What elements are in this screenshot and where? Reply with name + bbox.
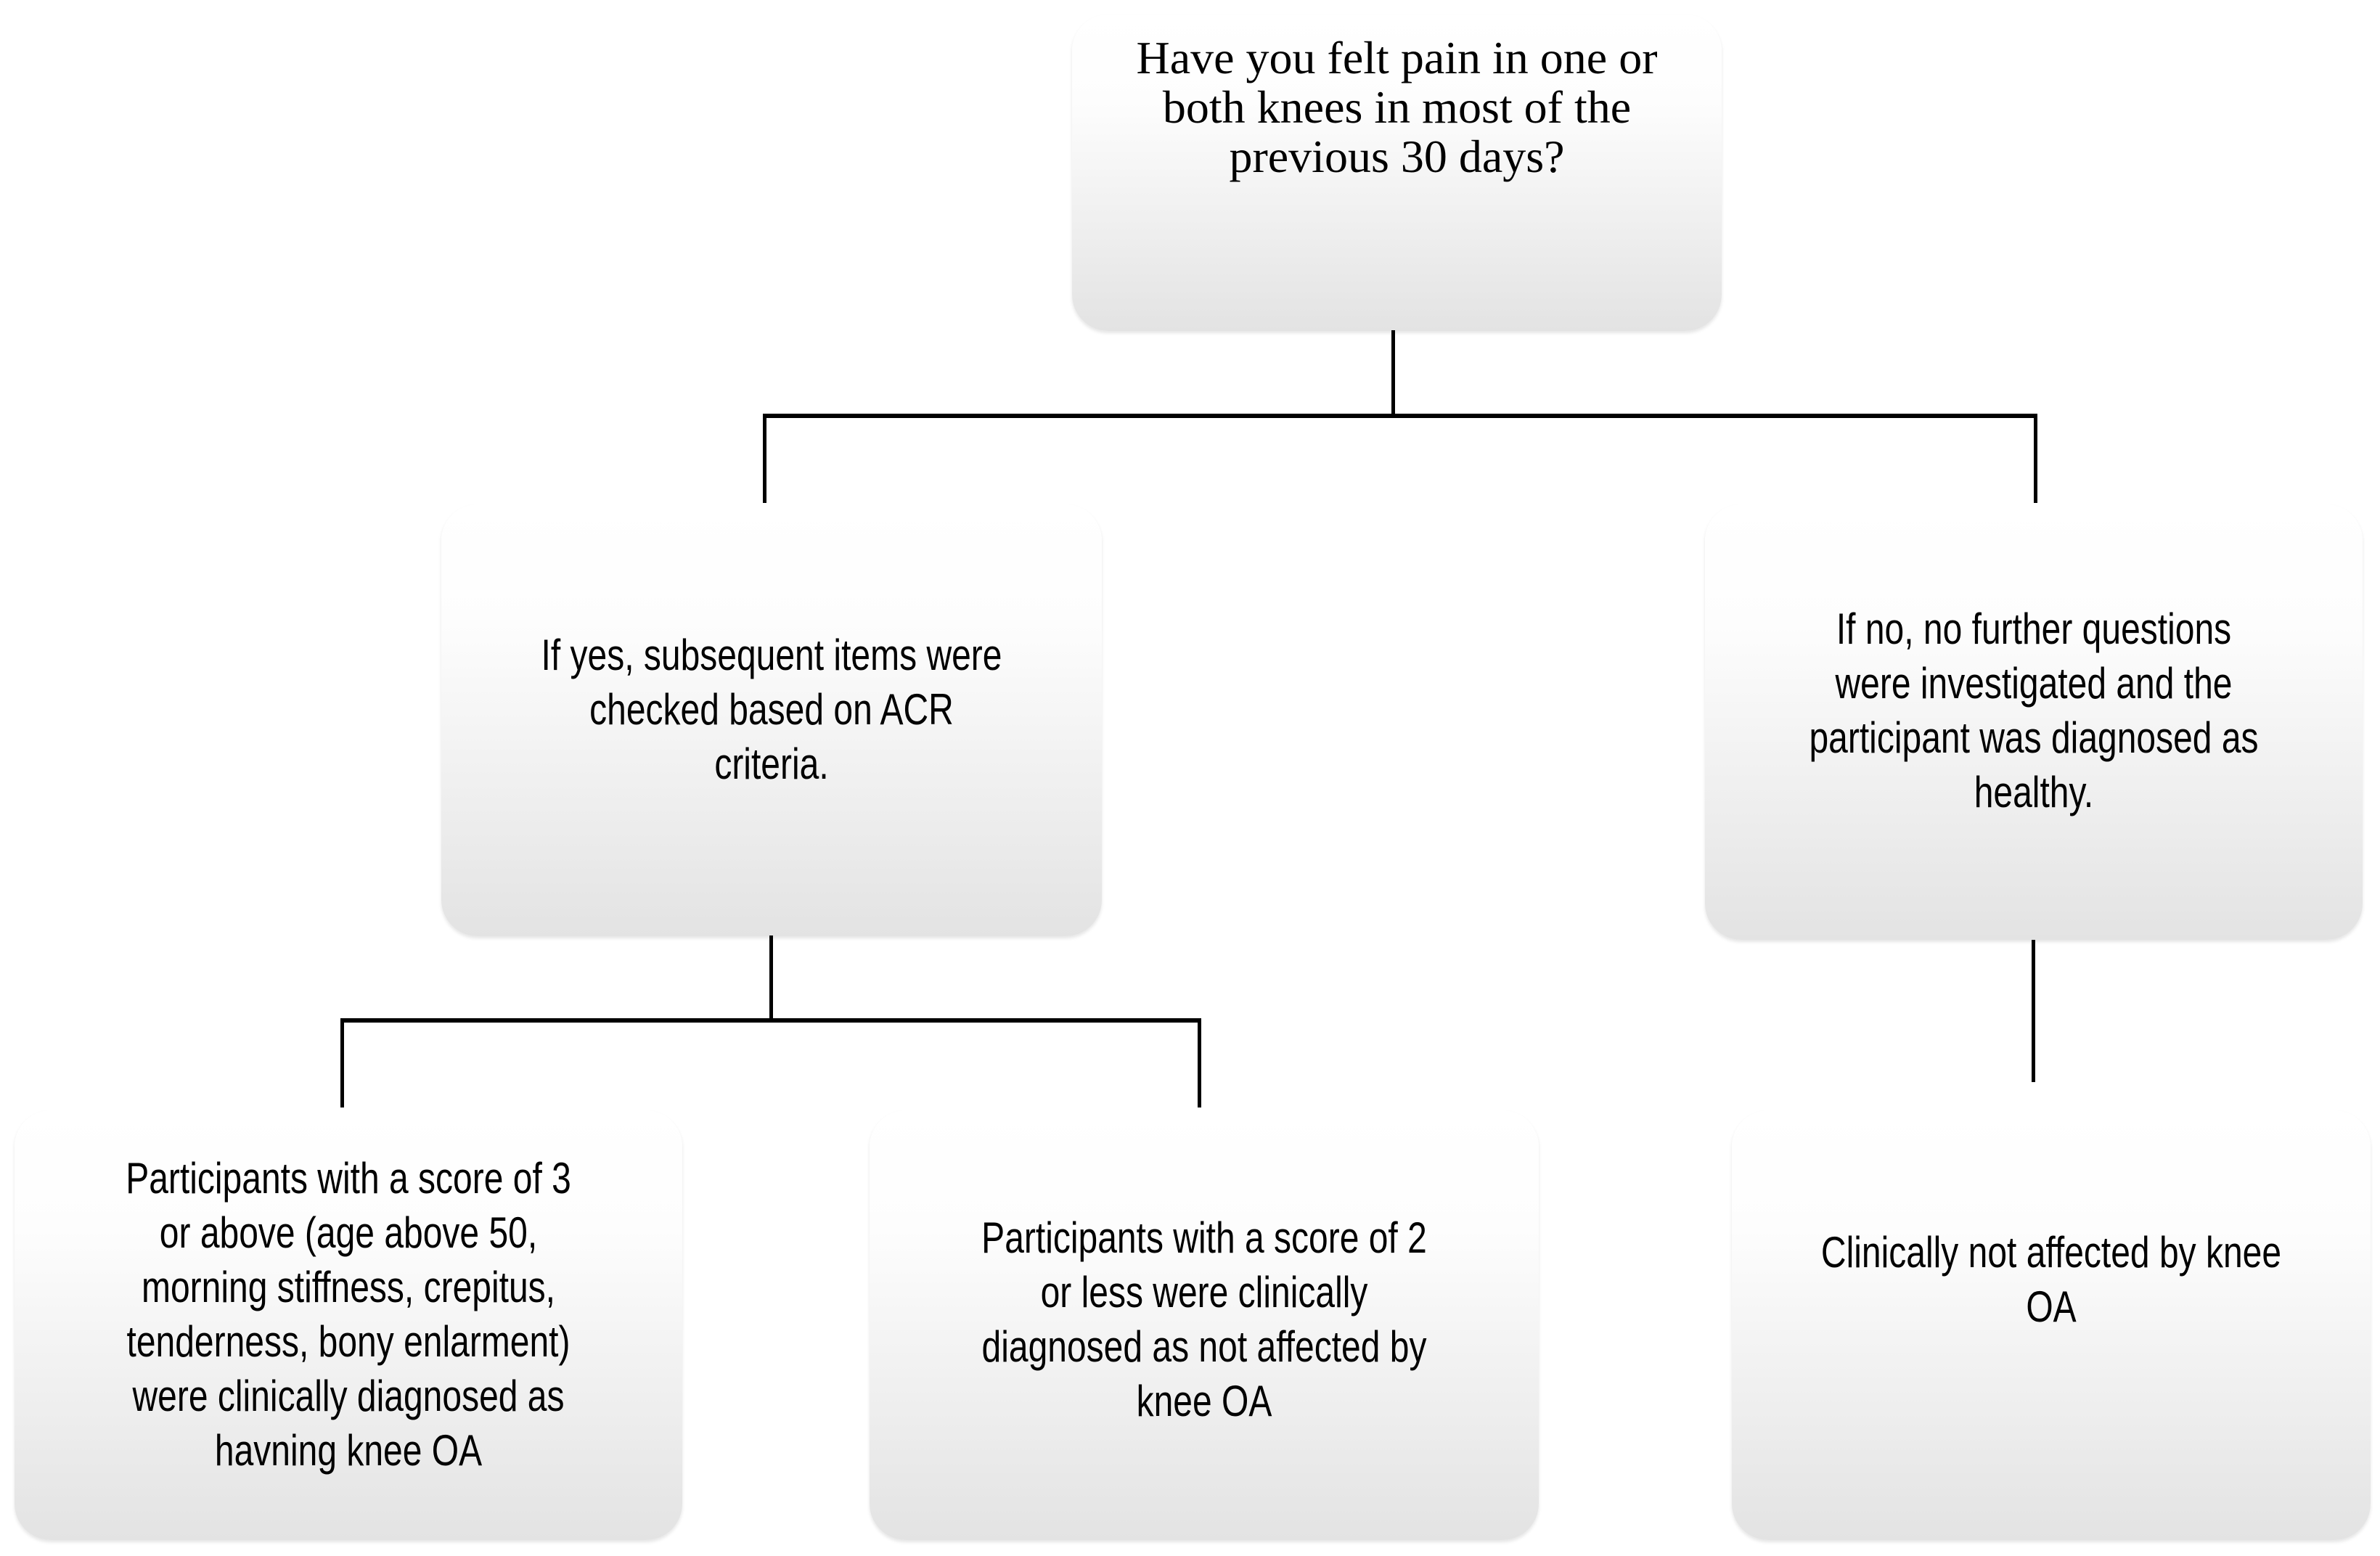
text-line: or less were clinically [1040,1268,1368,1317]
connector-drop-to-score2 [1198,1022,1201,1107]
text-line: criteria. [714,740,829,788]
text-line: Clinically not affected by knee [1820,1228,2282,1277]
connector-drop-to-no [2034,417,2037,503]
text-line: morning stiffness, crepitus, [141,1263,556,1311]
node-yes-branch-text: If yes, subsequent items were checked ba… [507,628,1036,791]
text-line: If no, no further questions [1836,605,2232,653]
text-line: checked based on ACR [589,685,954,734]
connector-drop-to-yes [763,417,766,503]
text-line: Have you felt pain in one or [1136,32,1658,83]
text-line: knee OA [1136,1377,1272,1425]
text-line: tenderness, bony enlarment) [126,1317,571,1366]
node-score-2-or-less: Participants with a score of 2 or less w… [870,1110,1539,1540]
text-line: or above (age above 50, [159,1208,538,1257]
node-score-3-or-above: Participants with a score of 3 or above … [15,1110,682,1540]
node-root-question: Have you felt pain in one or both knees … [1072,15,1722,331]
text-line: diagnosed as not affected by [981,1322,1427,1371]
node-clinically-not-affected-text: Clinically not affected by knee OA [1796,1225,2307,1334]
connector-row2-horizontal [340,1018,1201,1023]
connector-yes-stem [769,935,773,1020]
text-line: Participants with a score of 3 [126,1154,571,1203]
text-line: If yes, subsequent items were [541,631,1002,679]
text-line: havning knee OA [214,1426,483,1475]
node-root-question-text: Have you felt pain in one or both knees … [1072,33,1722,181]
node-score-3-or-above-text: Participants with a score of 3 or above … [81,1151,616,1478]
connector-no-stem [2032,940,2035,1082]
connector-row1-horizontal [763,414,2037,418]
text-line: healthy. [1974,768,2094,816]
node-no-branch-text: If no, no further questions were investi… [1771,602,2297,819]
node-score-2-or-less-text: Participants with a score of 2 or less w… [936,1211,1472,1428]
text-line: participant was diagnosed as [1809,713,2259,762]
text-line: both knees in most of the [1162,81,1632,133]
text-line: were investigated and the [1835,659,2233,708]
text-line: OA [2026,1282,2077,1331]
connector-root-stem [1391,330,1395,417]
text-line: Participants with a score of 2 [981,1213,1427,1262]
text-line: previous 30 days? [1229,131,1565,182]
text-line: were clinically diagnosed as [132,1372,565,1420]
node-clinically-not-affected: Clinically not affected by knee OA [1732,1110,2371,1540]
node-yes-branch: If yes, subsequent items were checked ba… [441,504,1102,936]
connector-drop-to-score3 [340,1022,344,1107]
node-no-branch: If no, no further questions were investi… [1705,504,2363,940]
